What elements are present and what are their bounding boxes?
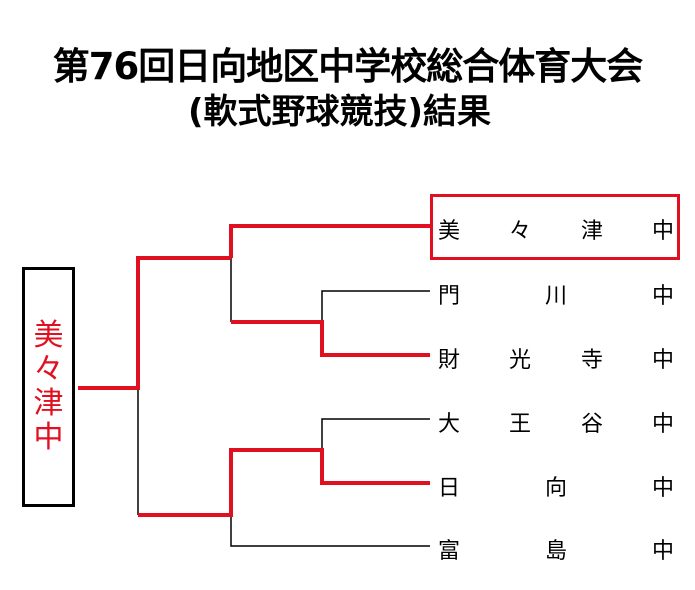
bracket-line-zaikouji-win	[231, 320, 430, 357]
team-tomishima: 富 島 中	[434, 525, 674, 565]
team-char: 門	[438, 284, 461, 309]
team-zaikouji: 財 光 寺 中	[434, 334, 674, 374]
team-char: 向	[545, 476, 568, 501]
team-mimitsu: 美 々 津 中	[434, 205, 674, 245]
team-char: 大	[438, 412, 461, 437]
champion-box: 美 々 津 中	[22, 267, 75, 507]
bracket-line-semifinal-top-win	[78, 256, 231, 390]
team-char: 々	[509, 219, 532, 244]
bracket-line-hyuga-win	[138, 448, 430, 517]
title-line-1: 第76回日向地区中学校総合体育大会	[52, 45, 644, 88]
bracket-line-tomishima	[230, 515, 430, 547]
team-char: 中	[652, 219, 675, 244]
champion-team-highlight	[430, 194, 680, 260]
team-hyuga: 日 向 中	[434, 462, 674, 502]
bracket-line-oujiya	[321, 418, 430, 450]
champion-char: 美	[33, 318, 64, 353]
team-char: 日	[438, 476, 461, 501]
bracket-line-mimitsu-win	[229, 224, 430, 258]
team-char: 財	[438, 348, 461, 373]
team-char: 川	[545, 284, 568, 309]
champion-char: 中	[33, 420, 64, 455]
team-char: 富	[438, 539, 461, 564]
team-char: 谷	[581, 412, 604, 437]
team-char: 光	[509, 348, 532, 373]
team-char: 中	[652, 348, 675, 373]
team-char: 中	[652, 284, 675, 309]
bracket-lines-red	[78, 224, 430, 517]
team-char: 中	[652, 539, 675, 564]
team-char: 寺	[581, 348, 604, 373]
bracket-line-mongawa	[321, 290, 430, 322]
team-char: 中	[652, 412, 675, 437]
title-line-2: (軟式野球競技)結果	[187, 92, 492, 132]
team-char: 津	[581, 219, 604, 244]
team-char: 中	[652, 476, 675, 501]
team-char: 美	[438, 219, 461, 244]
champion-char: 津	[33, 386, 64, 421]
team-char: 島	[545, 539, 568, 564]
champion-char: 々	[33, 352, 64, 387]
team-kadogawa: 門 川 中	[434, 270, 674, 310]
team-oujiya: 大 王 谷 中	[434, 398, 674, 438]
bracket-lines-black	[137, 258, 430, 547]
team-char: 王	[509, 412, 532, 437]
